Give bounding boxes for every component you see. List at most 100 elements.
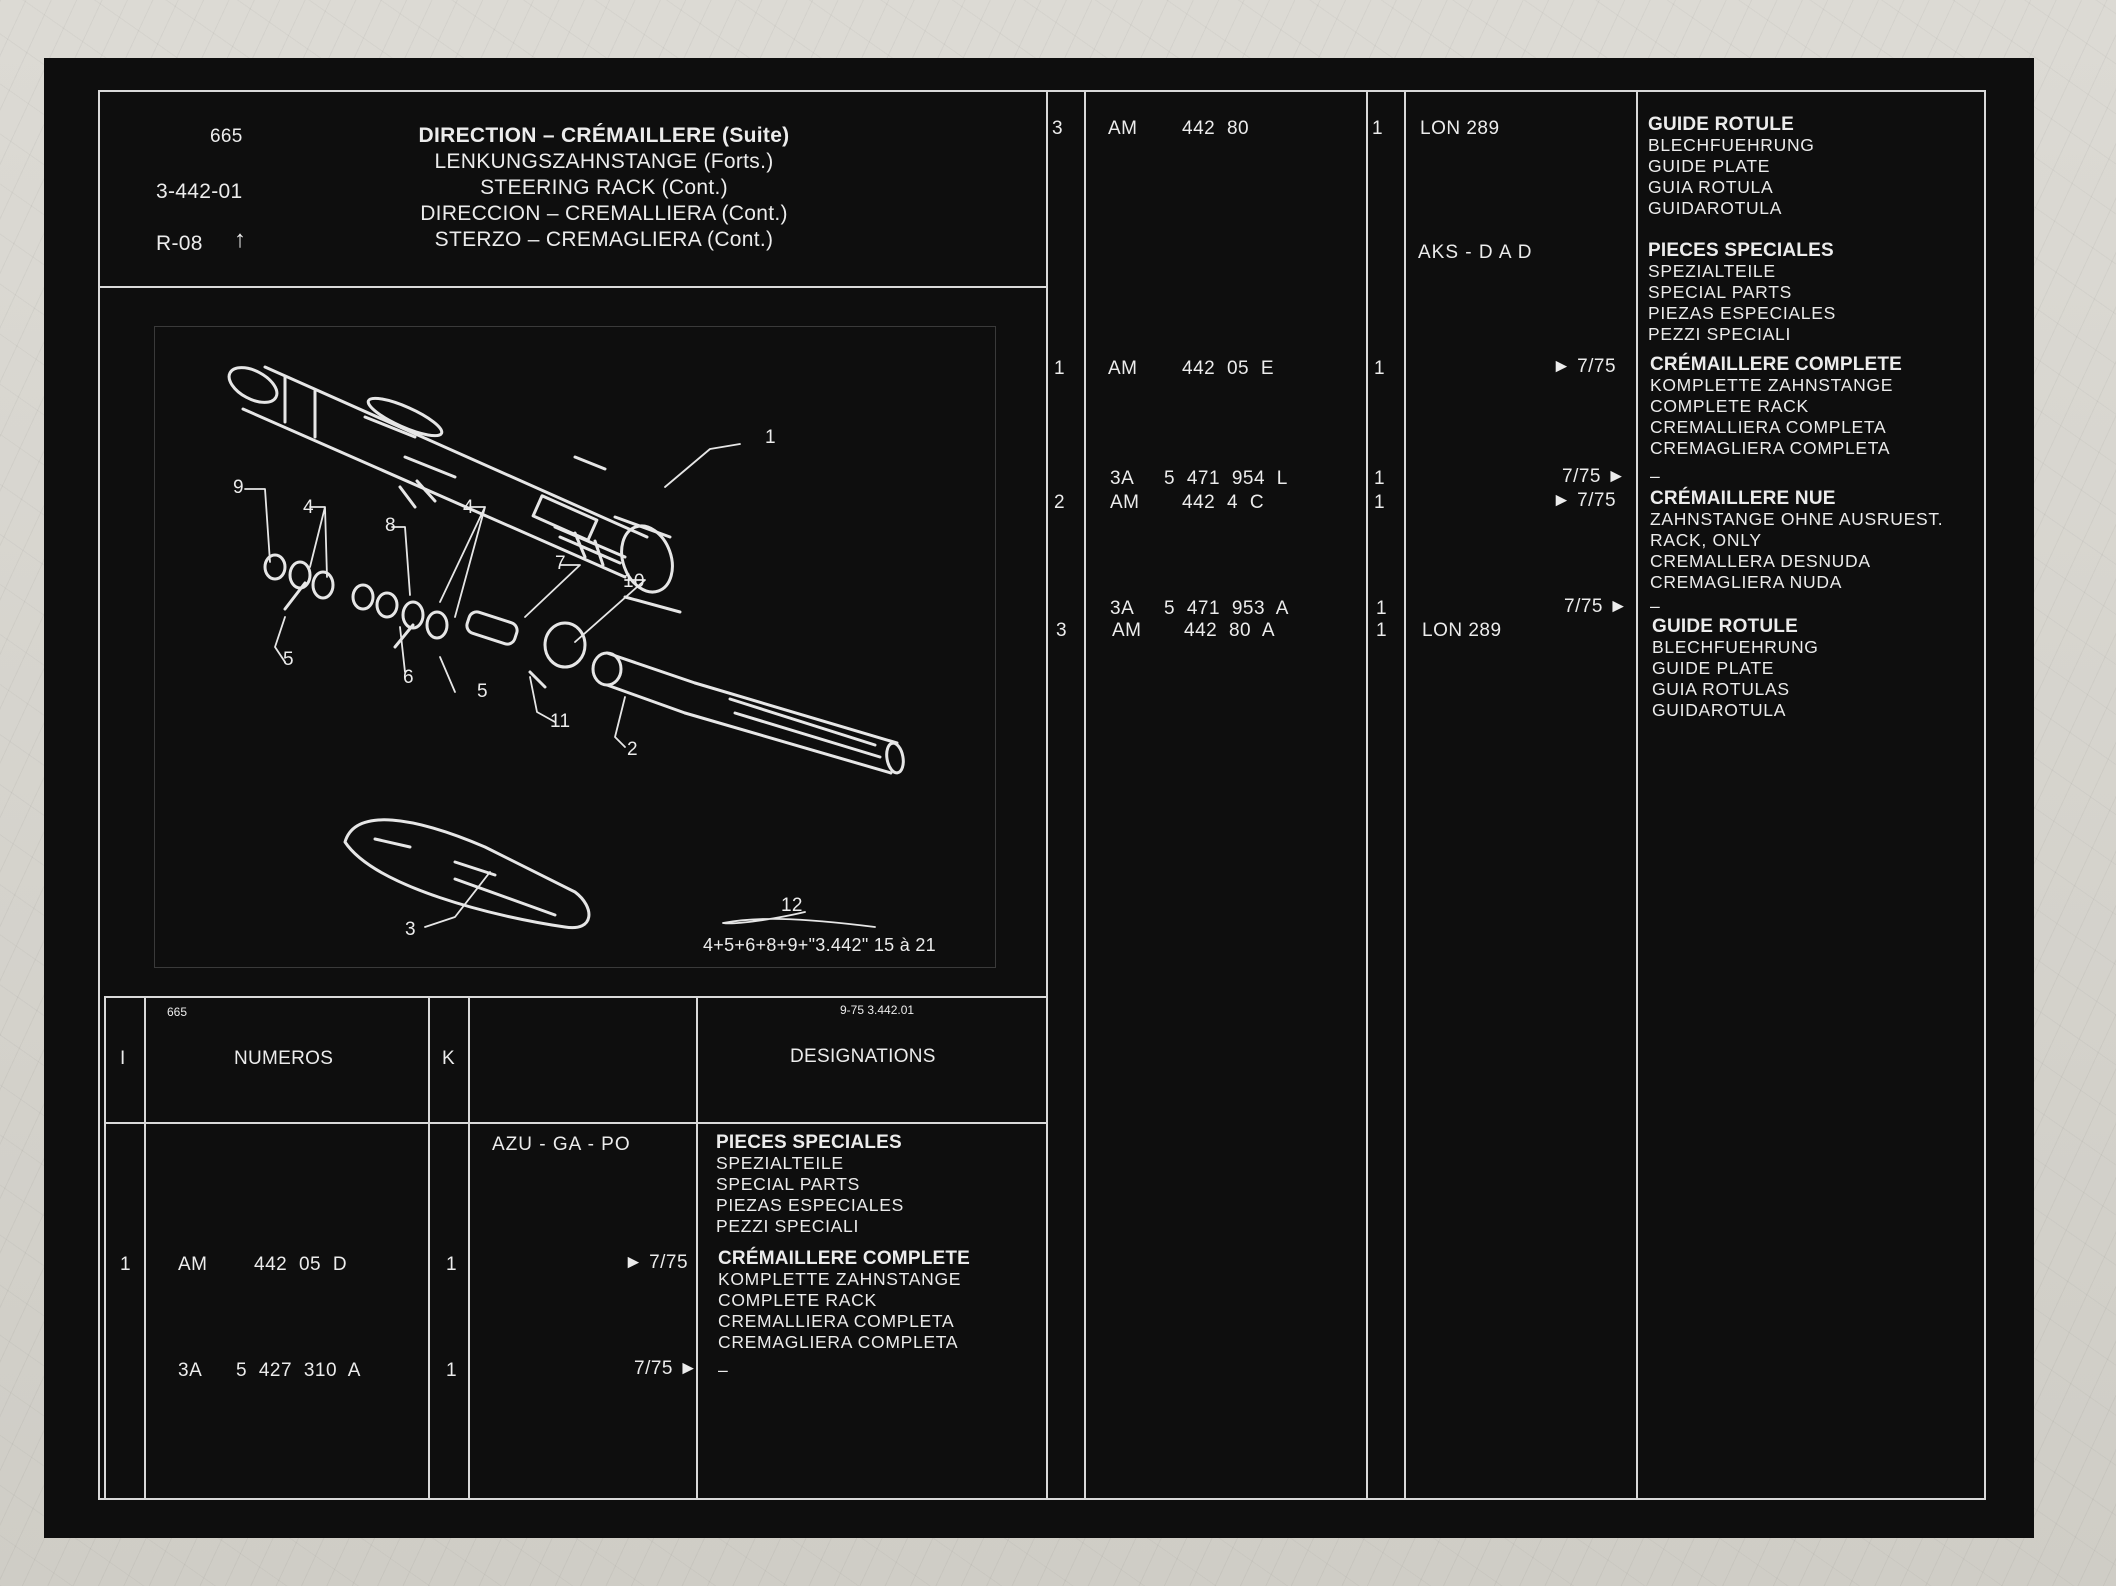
steering-rack-drawing [227, 365, 905, 930]
designation: – [1650, 596, 1660, 617]
col-header-numeros: NUMEROS [234, 1048, 334, 1069]
quantity: 1 [1374, 492, 1386, 513]
diagram-footer-left: 665 [167, 1005, 188, 1019]
part-prefix: AM [1108, 118, 1138, 139]
desc-line: CREMAGLIERA COMPLETA [718, 1332, 959, 1352]
divider [104, 1122, 1048, 1124]
small-parts [263, 553, 587, 689]
part-label-5b: 5 [477, 681, 488, 702]
desc-line: CREMAGLIERA COMPLETA [1650, 438, 1891, 458]
quantity: 1 [446, 1254, 458, 1275]
part-label-8: 8 [385, 515, 396, 536]
part-label-3: 3 [405, 919, 416, 940]
desc-line: PIEZAS ESPECIALES [716, 1195, 904, 1215]
desc-line: – [718, 1360, 729, 1380]
divider [144, 996, 146, 1500]
guide-plate-part [343, 818, 591, 930]
desc-line: ZAHNSTANGE OHNE AUSRUEST. [1650, 509, 1944, 529]
designation: CRÉMAILLERE COMPLETE KOMPLETTE ZAHNSTANG… [718, 1248, 970, 1353]
designation: CRÉMAILLERE COMPLETE KOMPLETTE ZAHNSTANG… [1650, 354, 1902, 459]
desc-line: SPEZIALTEILE [716, 1153, 844, 1173]
part-label-4: 4 [303, 497, 314, 518]
desc-line: RACK, ONLY [1650, 530, 1762, 550]
part-number: 442 80 [1182, 118, 1250, 139]
part-label-1: 1 [765, 427, 776, 448]
special-parts-block: PIECES SPECIALES SPEZIALTEILE SPECIAL PA… [716, 1132, 904, 1237]
desc-line: CRÉMAILLERE COMPLETE [1650, 354, 1903, 375]
desc-line: COMPLETE RACK [718, 1290, 877, 1310]
part-label-4b: 4 [463, 497, 474, 518]
exploded-diagram: 1 2 3 4 4 5 5 6 7 8 9 10 11 12 4+5+6+8+9… [154, 326, 996, 1019]
designation: CRÉMAILLERE NUE ZAHNSTANGE OHNE AUSRUEST… [1650, 488, 1943, 593]
divider [1084, 90, 1086, 1500]
date-marker: 7/75 ► [1562, 466, 1627, 487]
part-label-10: 10 [623, 571, 645, 592]
part-label-9: 9 [233, 477, 244, 498]
row-index: 3 [1052, 118, 1064, 139]
col-header-k: K [442, 1048, 455, 1069]
divider [1046, 90, 1048, 1500]
group-code: AZU - GA - PO [492, 1134, 631, 1155]
part-number: 5 471 954 L [1164, 468, 1288, 489]
desc-line: PEZZI SPECIALI [1648, 324, 1792, 344]
divider [98, 286, 1048, 288]
desc-line: GUIDE ROTULE [1652, 616, 1798, 637]
date-marker: 7/75 ► [1564, 596, 1629, 617]
desc-line: KOMPLETTE ZAHNSTANGE [718, 1269, 962, 1289]
title-it: STERZO – CREMAGLIERA (Cont.) [434, 228, 774, 251]
revision-code: R-08 [156, 232, 203, 255]
part-label-12: 12 [781, 895, 803, 916]
divider [104, 996, 106, 1500]
desc-line: PIEZAS ESPECIALES [1648, 303, 1836, 323]
divider [468, 996, 470, 1500]
desc-line: PEZZI SPECIALI [716, 1216, 860, 1236]
desc-line: CREMALLIERA COMPLETA [718, 1311, 955, 1331]
diagram-footer-right: 9-75 3.442.01 [840, 1003, 915, 1017]
divider [1366, 90, 1368, 1500]
quantity: 1 [446, 1360, 458, 1381]
desc-line: CREMAGLIERA NUDA [1650, 572, 1843, 592]
designation: – [1650, 466, 1660, 487]
quantity: 1 [1374, 358, 1386, 379]
desc-line: GUIA ROTULA [1648, 177, 1774, 197]
col-header-designations: DESIGNATIONS [790, 1046, 936, 1067]
desc-line: CRÉMAILLERE NUE [1650, 488, 1836, 509]
up-arrow-icon: ↑ [234, 226, 246, 253]
divider [1636, 90, 1638, 1500]
quantity: 1 [1376, 598, 1388, 619]
quantity: 1 [1372, 118, 1384, 139]
desc-line: BLECHFUEHRUNG [1652, 637, 1819, 657]
desc-line: PIECES SPECIALES [1648, 240, 1834, 261]
part-label-6: 6 [403, 667, 414, 688]
row-index: 2 [1054, 492, 1066, 513]
desc-line: GUIDE PLATE [1648, 156, 1771, 176]
desc-line: SPECIAL PARTS [1648, 282, 1792, 302]
title-fr: DIRECTION – CRÉMAILLERE (Suite) [418, 124, 790, 147]
part-number: 442 80 A [1184, 620, 1276, 641]
divider [696, 996, 698, 1500]
col-header-i: I [120, 1048, 126, 1069]
date-marker: 7/75 ► [634, 1358, 699, 1379]
quantity: 1 [1376, 620, 1388, 641]
reference-code: 3-442-01 [156, 180, 243, 203]
rack-housing-part [227, 365, 682, 614]
page-number: 665 [210, 126, 243, 147]
divider [1404, 90, 1406, 1500]
title-de: LENKUNGSZAHNSTANGE (Forts.) [434, 150, 774, 173]
quantity: 1 [1374, 468, 1386, 489]
date-marker: ► 7/75 [624, 1252, 689, 1273]
desc-line: GUIDE PLATE [1652, 658, 1775, 678]
observation: LON 289 [1422, 620, 1502, 641]
row-index: 1 [120, 1254, 132, 1275]
part-prefix: AM [178, 1254, 208, 1275]
leader-lines [244, 443, 876, 928]
part-label-7: 7 [555, 553, 566, 574]
designation: GUIDE ROTULE BLECHFUEHRUNG GUIDE PLATE G… [1652, 616, 1819, 721]
special-parts-block: PIECES SPECIALES SPEZIALTEILE SPECIAL PA… [1648, 240, 1836, 345]
desc-line: KOMPLETTE ZAHNSTANGE [1650, 375, 1894, 395]
part-number: 442 4 C [1182, 492, 1265, 513]
desc-line: CREMALLIERA COMPLETA [1650, 417, 1887, 437]
designation: GUIDE ROTULE BLECHFUEHRUNG GUIDE PLATE G… [1648, 114, 1815, 219]
row-index: 3 [1056, 620, 1068, 641]
desc-line: GUIDAROTULA [1648, 198, 1783, 218]
